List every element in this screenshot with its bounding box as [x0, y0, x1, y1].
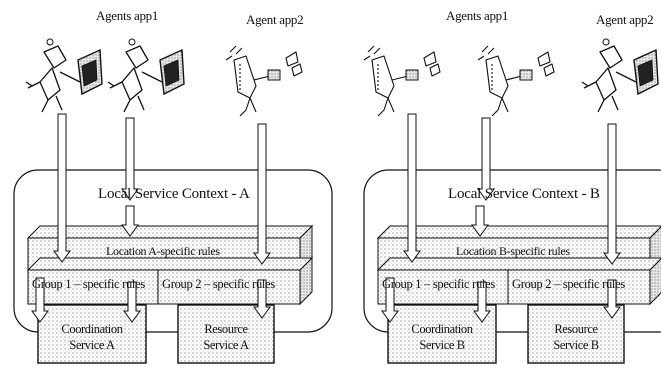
resource-service-subtitle: Service A — [180, 338, 272, 353]
context-title: Local Service Context - B — [448, 186, 600, 203]
location-rules-layer-top — [28, 226, 312, 238]
group1-rules-label: Group 1 – specific rules — [32, 277, 145, 292]
location-rules-layer-top — [378, 226, 661, 238]
agent-app1-icon-4-stroke — [544, 64, 554, 76]
agent-app1-icon-4-stroke — [486, 56, 508, 98]
coordination-service-title: Coordination — [40, 322, 144, 337]
agent-app2-icon-2-antenna — [603, 39, 609, 45]
resource-service-subtitle: Service B — [530, 338, 622, 353]
resource-service-title: Resource — [180, 322, 272, 337]
agent-app1-icon-1-stroke — [60, 72, 80, 82]
agent-app2-label: Agent app2 — [246, 12, 303, 28]
agents-app1-label: Agents app1 — [96, 8, 158, 24]
context-title: Local Service Context - A — [98, 186, 250, 203]
agent-app2-icon-2-stroke — [616, 72, 636, 82]
agent-app2-icon-1 — [226, 46, 302, 116]
location-rules-label: Location A-specific rules — [106, 244, 220, 259]
agent-app1-icon-2-stroke — [124, 96, 144, 112]
agent-app1-icon-3-stroke — [424, 52, 436, 66]
group2-rules-label: Group 2 – specific rules — [512, 277, 625, 292]
agent-app1-icon-4-stroke — [492, 98, 508, 116]
agent-app2-icon-1-stroke — [292, 64, 302, 76]
agent-app2-icon-1-device — [268, 70, 280, 80]
agent-app1-icon-3 — [364, 46, 440, 116]
group-rules-layer-top — [28, 258, 312, 270]
agent-app1-icon-2-antenna — [129, 39, 135, 45]
group2-rules-label: Group 2 – specific rules — [162, 277, 275, 292]
agent-app1-icon-3-stroke — [430, 64, 440, 76]
agent-app1-icon-1-stroke — [42, 96, 62, 112]
agent-app1-icon-3-stroke — [378, 98, 394, 116]
agent-app1-icon-2-stroke — [122, 68, 142, 100]
coordination-service-subtitle: Service B — [390, 338, 494, 353]
agent-app1-icon-4-stroke — [538, 52, 550, 66]
agent-app1-icon-1-stroke — [44, 46, 66, 68]
group-rules-layer-top — [378, 258, 661, 270]
agent-app2-icon-1-stroke — [286, 52, 298, 66]
resource-service-title: Resource — [530, 322, 622, 337]
agent-app2-icon-2-stroke — [598, 96, 618, 112]
agent-app1-icon-2-stroke — [142, 72, 162, 82]
agent-app2-icon-2 — [582, 39, 658, 112]
group1-rules-label: Group 1 – specific rules — [382, 277, 495, 292]
agent-app2-label: Agent app2 — [596, 12, 653, 28]
agent-app1-icon-4 — [478, 46, 554, 116]
agent-app2-icon-2-stroke — [582, 82, 596, 88]
agent-app1-icon-1-antenna — [47, 39, 53, 45]
agent-app1-icon-1-stroke — [40, 68, 60, 100]
location-rules-label: Location B-specific rules — [456, 244, 570, 259]
agent-app1-icon-1 — [26, 39, 102, 112]
agent-app1-icon-2-stroke — [126, 46, 148, 68]
agent-app2-icon-1-stroke — [234, 56, 256, 98]
agent-app1-icon-4-device — [520, 70, 532, 80]
agent-app2-icon-2-stroke — [600, 46, 622, 68]
agent-app2-icon-1-stroke — [240, 98, 256, 116]
agent-app1-icon-3-device — [406, 70, 418, 80]
agent-app1-icon-2-stroke — [108, 82, 122, 88]
agent-app1-icon-3-stroke — [372, 56, 394, 98]
agent-app1-icon-1-stroke — [26, 82, 40, 88]
coordination-service-title: Coordination — [390, 322, 494, 337]
agent-app1-icon-2 — [108, 39, 184, 112]
agents-app1-label: Agents app1 — [446, 8, 508, 24]
coordination-service-subtitle: Service A — [40, 338, 144, 353]
agent-app2-icon-2-stroke — [596, 68, 616, 100]
